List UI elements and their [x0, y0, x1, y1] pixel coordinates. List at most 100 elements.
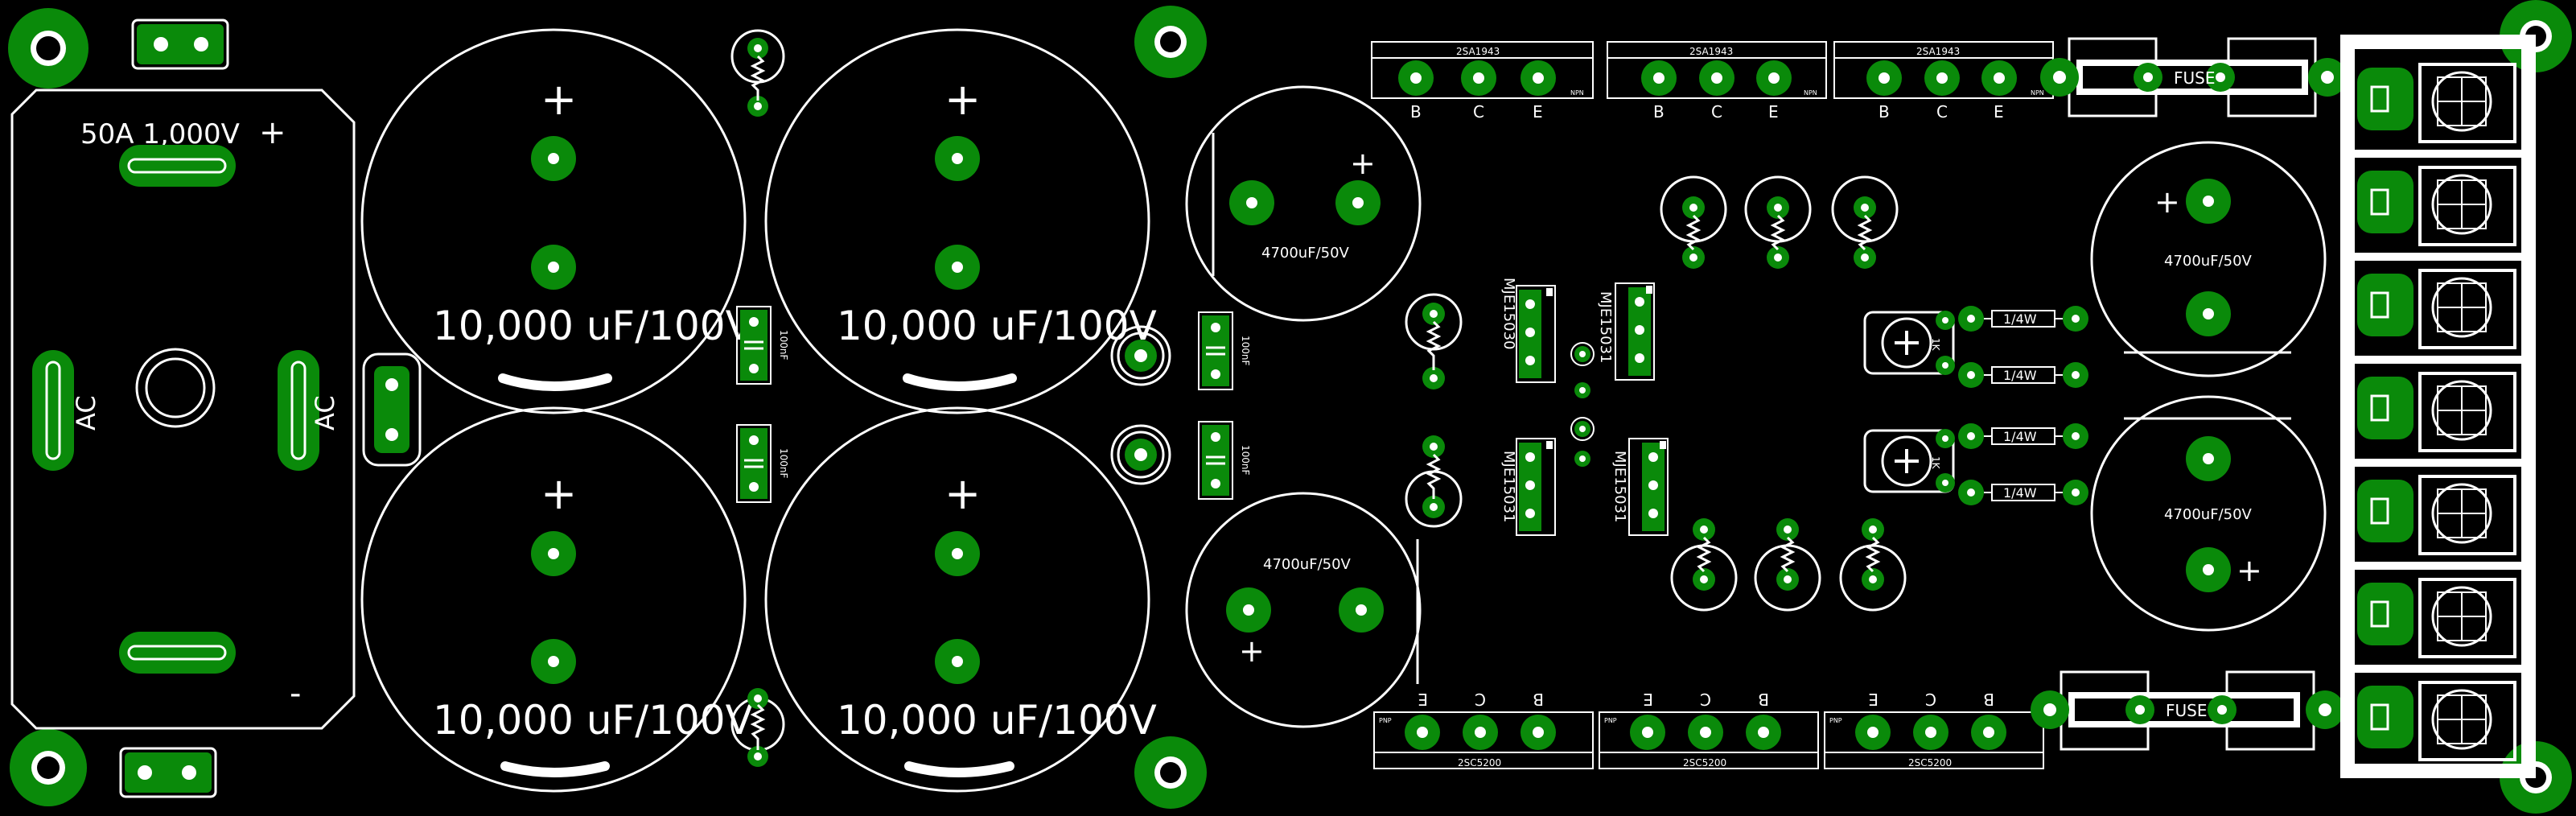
mounting-hole [8, 8, 88, 89]
resistor-vertical-small [730, 688, 785, 767]
capacitor-medium: + 4700uF/50V [1185, 492, 1422, 728]
diode-pad-left [362, 352, 422, 467]
cap-label: 4700uF/50V [2164, 253, 2253, 270]
pin-b: B [1653, 102, 1665, 122]
transistor-part: 2SC5200 [1683, 757, 1726, 769]
trimmer-potentiometer: 1K [1863, 311, 1955, 375]
resistor-vertical-small [730, 29, 785, 117]
pin-c: C [1700, 690, 1711, 709]
film-cap-label: 100nF [1240, 445, 1251, 476]
pin-c: C [1936, 102, 1948, 122]
film-cap-label: 100nF [778, 330, 789, 361]
resistor-quarter-watt: 1/4W [1958, 362, 2088, 388]
transistor-type: PNP [1604, 717, 1617, 724]
transistor-type: PNP [1379, 717, 1392, 724]
bridge-rectifier: 50A 1,000V + AC AC - [10, 89, 356, 730]
fuse-holder: FUSE [2031, 670, 2344, 751]
diode-small [1570, 342, 1595, 398]
resistor-vertical [1831, 175, 1899, 269]
resistor-label: 1/4W [2003, 311, 2037, 327]
resistor-quarter-watt: 1/4W [1958, 306, 2088, 332]
cap-label: 10,000 uF/100V [837, 303, 1157, 349]
pin-e: E [1418, 690, 1428, 709]
diode-small [1570, 417, 1595, 467]
pin-e: E [1643, 690, 1653, 709]
driver-transistor: MJE15031 [1597, 282, 1655, 381]
cap-label: 10,000 uF/100V [433, 697, 753, 744]
cap-label: 10,000 uF/100V [433, 303, 753, 349]
fuse-holder: FUSE [2040, 37, 2347, 117]
transistor-top: 2SA1943 NPN B C E [1371, 41, 1594, 122]
resistor-vertical [1754, 518, 1821, 612]
transistor-part: 2SC5200 [1908, 757, 1952, 769]
pin-b: B [1758, 690, 1769, 709]
led [1110, 325, 1171, 386]
capacitor-medium: + 4700uF/50V [2090, 141, 2327, 377]
jumper-top-left [131, 19, 229, 70]
trimmer-label: 1K [1930, 338, 1941, 352]
transistor-part: 2SA1943 [1916, 46, 1960, 57]
film-cap-label: 100nF [778, 448, 789, 479]
cap-plus: + [2154, 184, 2180, 220]
cap-plus: + [541, 468, 577, 519]
resistor-quarter-watt: 1/4W [1958, 480, 2088, 505]
driver-label: MJE15031 [1597, 291, 1614, 363]
transistor-part: 2SA1943 [1456, 46, 1500, 57]
screw-terminal [2357, 166, 2516, 246]
capacitor-medium: + 4700uF/50V [2090, 395, 2327, 632]
capacitor-large: + 10,000 uF/100V [360, 28, 753, 414]
bridge-ac-right: AC [310, 395, 340, 431]
transistor-part: 2SC5200 [1458, 757, 1501, 769]
driver-transistor: MJE15030 [1500, 278, 1556, 383]
transistor-type: NPN [1804, 89, 1817, 97]
screw-terminal [2357, 269, 2516, 349]
transistor-type: NPN [1570, 89, 1584, 97]
screw-terminal [2357, 372, 2516, 452]
capacitor-large: + 10,000 uF/100V [764, 406, 1157, 793]
pin-c: C [1475, 690, 1486, 709]
cap-label: 10,000 uF/100V [837, 697, 1157, 744]
driver-label: MJE15031 [1500, 451, 1517, 522]
transistor-type: PNP [1829, 717, 1842, 724]
cap-plus: + [541, 74, 577, 125]
cap-plus: + [944, 468, 981, 519]
screw-terminal [2357, 475, 2516, 555]
led [1110, 424, 1171, 485]
bridge-plus: + [259, 114, 286, 151]
cap-plus: + [944, 74, 981, 125]
resistor-vertical [1670, 518, 1738, 612]
transistor-top: 2SA1943 NPN B C E [1833, 41, 2054, 122]
trimmer-label: 1K [1930, 456, 1941, 470]
film-capacitor: 100nF [1198, 311, 1251, 390]
screw-terminal [2357, 578, 2516, 658]
resistor-vertical [1405, 293, 1463, 389]
resistor-vertical [1744, 175, 1812, 269]
mounting-hole [1134, 6, 1207, 78]
driver-label: MJE15031 [1611, 451, 1628, 522]
mounting-hole [1134, 736, 1207, 809]
pin-e: E [1868, 690, 1879, 709]
capacitor-large: + 10,000 uF/100V [764, 28, 1157, 414]
pin-e: E [1768, 102, 1779, 122]
cap-label: 4700uF/50V [1261, 245, 1350, 262]
driver-label: MJE15030 [1500, 278, 1517, 349]
cap-plus: + [1239, 633, 1265, 669]
capacitor-large: + 10,000 uF/100V [360, 406, 753, 793]
film-cap-label: 100nF [1240, 336, 1251, 366]
cap-label: 4700uF/50V [2164, 506, 2253, 523]
bridge-ac-left: AC [71, 395, 101, 431]
driver-transistor: MJE15031 [1611, 438, 1669, 536]
pin-b: B [1983, 690, 1994, 709]
pin-b: B [1410, 102, 1422, 122]
cap-plus: + [2237, 553, 2262, 588]
pin-c: C [1711, 102, 1722, 122]
pin-c: C [1925, 690, 1936, 709]
resistor-vertical [1660, 175, 1727, 269]
transistor-bottom: 2SC5200 PNP E C B [1824, 690, 2044, 769]
jumper-bottom-left [119, 747, 217, 798]
resistor-label: 1/4W [2003, 429, 2037, 444]
pin-b: B [1533, 690, 1544, 709]
fuse-label: FUSE [2166, 701, 2207, 720]
capacitor-medium: + 4700uF/50V [1185, 85, 1422, 322]
pin-b: B [1879, 102, 1890, 122]
